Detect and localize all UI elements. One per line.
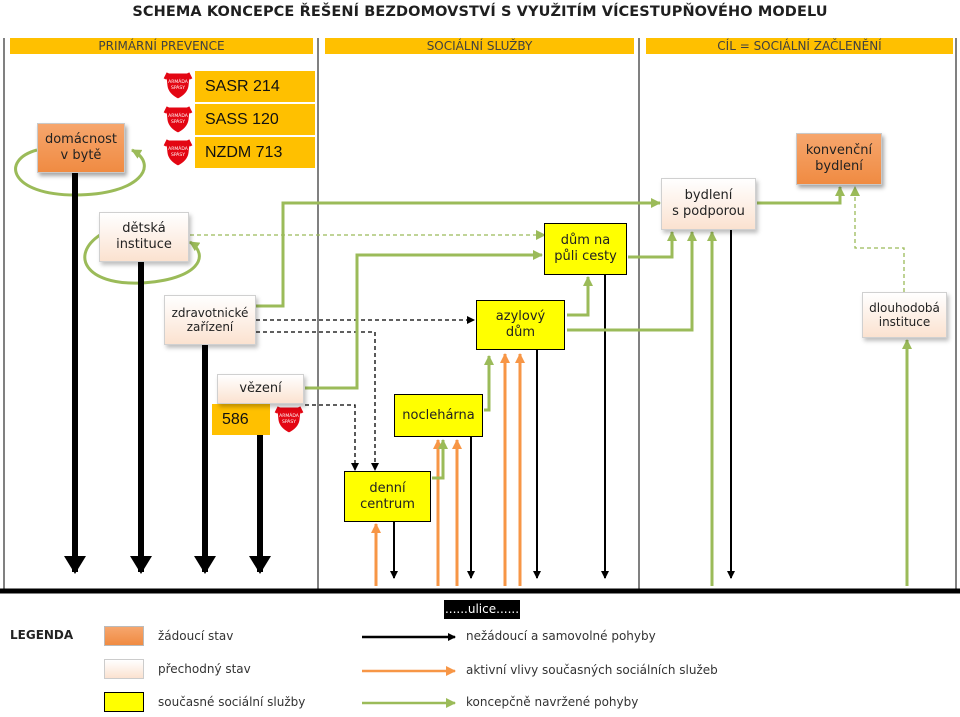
svg-text:SPÁSY: SPÁSY bbox=[171, 151, 185, 158]
legend-swatch-desired bbox=[104, 626, 144, 646]
node-shelter: noclehárna bbox=[394, 394, 483, 437]
legend-arrows bbox=[362, 633, 456, 708]
salvation-army-logo: ARMÁDA SPÁSY bbox=[274, 406, 304, 434]
legend-label-black-arrow: nežádoucí a samovolné pohyby bbox=[466, 629, 656, 643]
capacity-prison: 586 bbox=[212, 404, 270, 435]
salvation-army-logo: ARMÁDA SPÁSY bbox=[163, 72, 193, 100]
legend-title: LEGENDA bbox=[10, 628, 74, 642]
svg-text:SPÁSY: SPÁSY bbox=[171, 118, 185, 125]
dashed-arrows bbox=[256, 316, 475, 471]
svg-text:ARMÁDA: ARMÁDA bbox=[279, 412, 300, 419]
salvation-army-logo: ARMÁDA SPÁSY bbox=[163, 139, 193, 167]
svg-text:ARMÁDA: ARMÁDA bbox=[168, 112, 189, 119]
black-arrows-services bbox=[390, 230, 735, 579]
legend-label-desired: žádoucí stav bbox=[158, 629, 234, 643]
section-dividers bbox=[3, 38, 957, 590]
green-arrows bbox=[256, 186, 912, 586]
svg-text:SPÁSY: SPÁSY bbox=[282, 418, 296, 425]
salvation-army-logo: ARMÁDA SPÁSY bbox=[163, 106, 193, 134]
section-header-inclusion: CÍL = SOCIÁLNÍ ZAČLENĚNÍ bbox=[646, 38, 953, 54]
capacity-sass: SASS 120 bbox=[195, 104, 315, 135]
orange-arrows bbox=[371, 353, 525, 586]
legend-label-orange-arrow: aktivní vlivy současných sociálních služ… bbox=[466, 663, 718, 677]
svg-text:ARMÁDA: ARMÁDA bbox=[168, 78, 189, 85]
diagram-title: SCHEMA KONCEPCE ŘEŠENÍ BEZDOMOVSTVÍ S VY… bbox=[132, 4, 828, 20]
legend-swatch-transitional bbox=[104, 659, 144, 679]
svg-text:ARMÁDA: ARMÁDA bbox=[168, 145, 189, 152]
node-prison: vězení bbox=[217, 374, 304, 404]
black-arrows-left bbox=[64, 173, 271, 574]
legend-label-transitional: přechodný stav bbox=[158, 662, 251, 676]
svg-text:SPÁSY: SPÁSY bbox=[171, 84, 185, 91]
dashed-green-arrows bbox=[190, 186, 905, 292]
section-header-social-services: SOCIÁLNÍ SLUŽBY bbox=[325, 38, 634, 54]
street-label: ......ulice...... bbox=[444, 600, 520, 619]
legend-swatch-services bbox=[104, 692, 144, 712]
section-header-prevention: PRIMÁRNÍ PREVENCE bbox=[10, 38, 313, 54]
legend-label-green-arrow: koncepčně navržené pohyby bbox=[466, 695, 639, 709]
capacity-nzdm: NZDM 713 bbox=[195, 137, 315, 168]
legend-label-services: současné sociální služby bbox=[158, 695, 306, 709]
capacity-sasr: SASR 214 bbox=[195, 71, 315, 102]
